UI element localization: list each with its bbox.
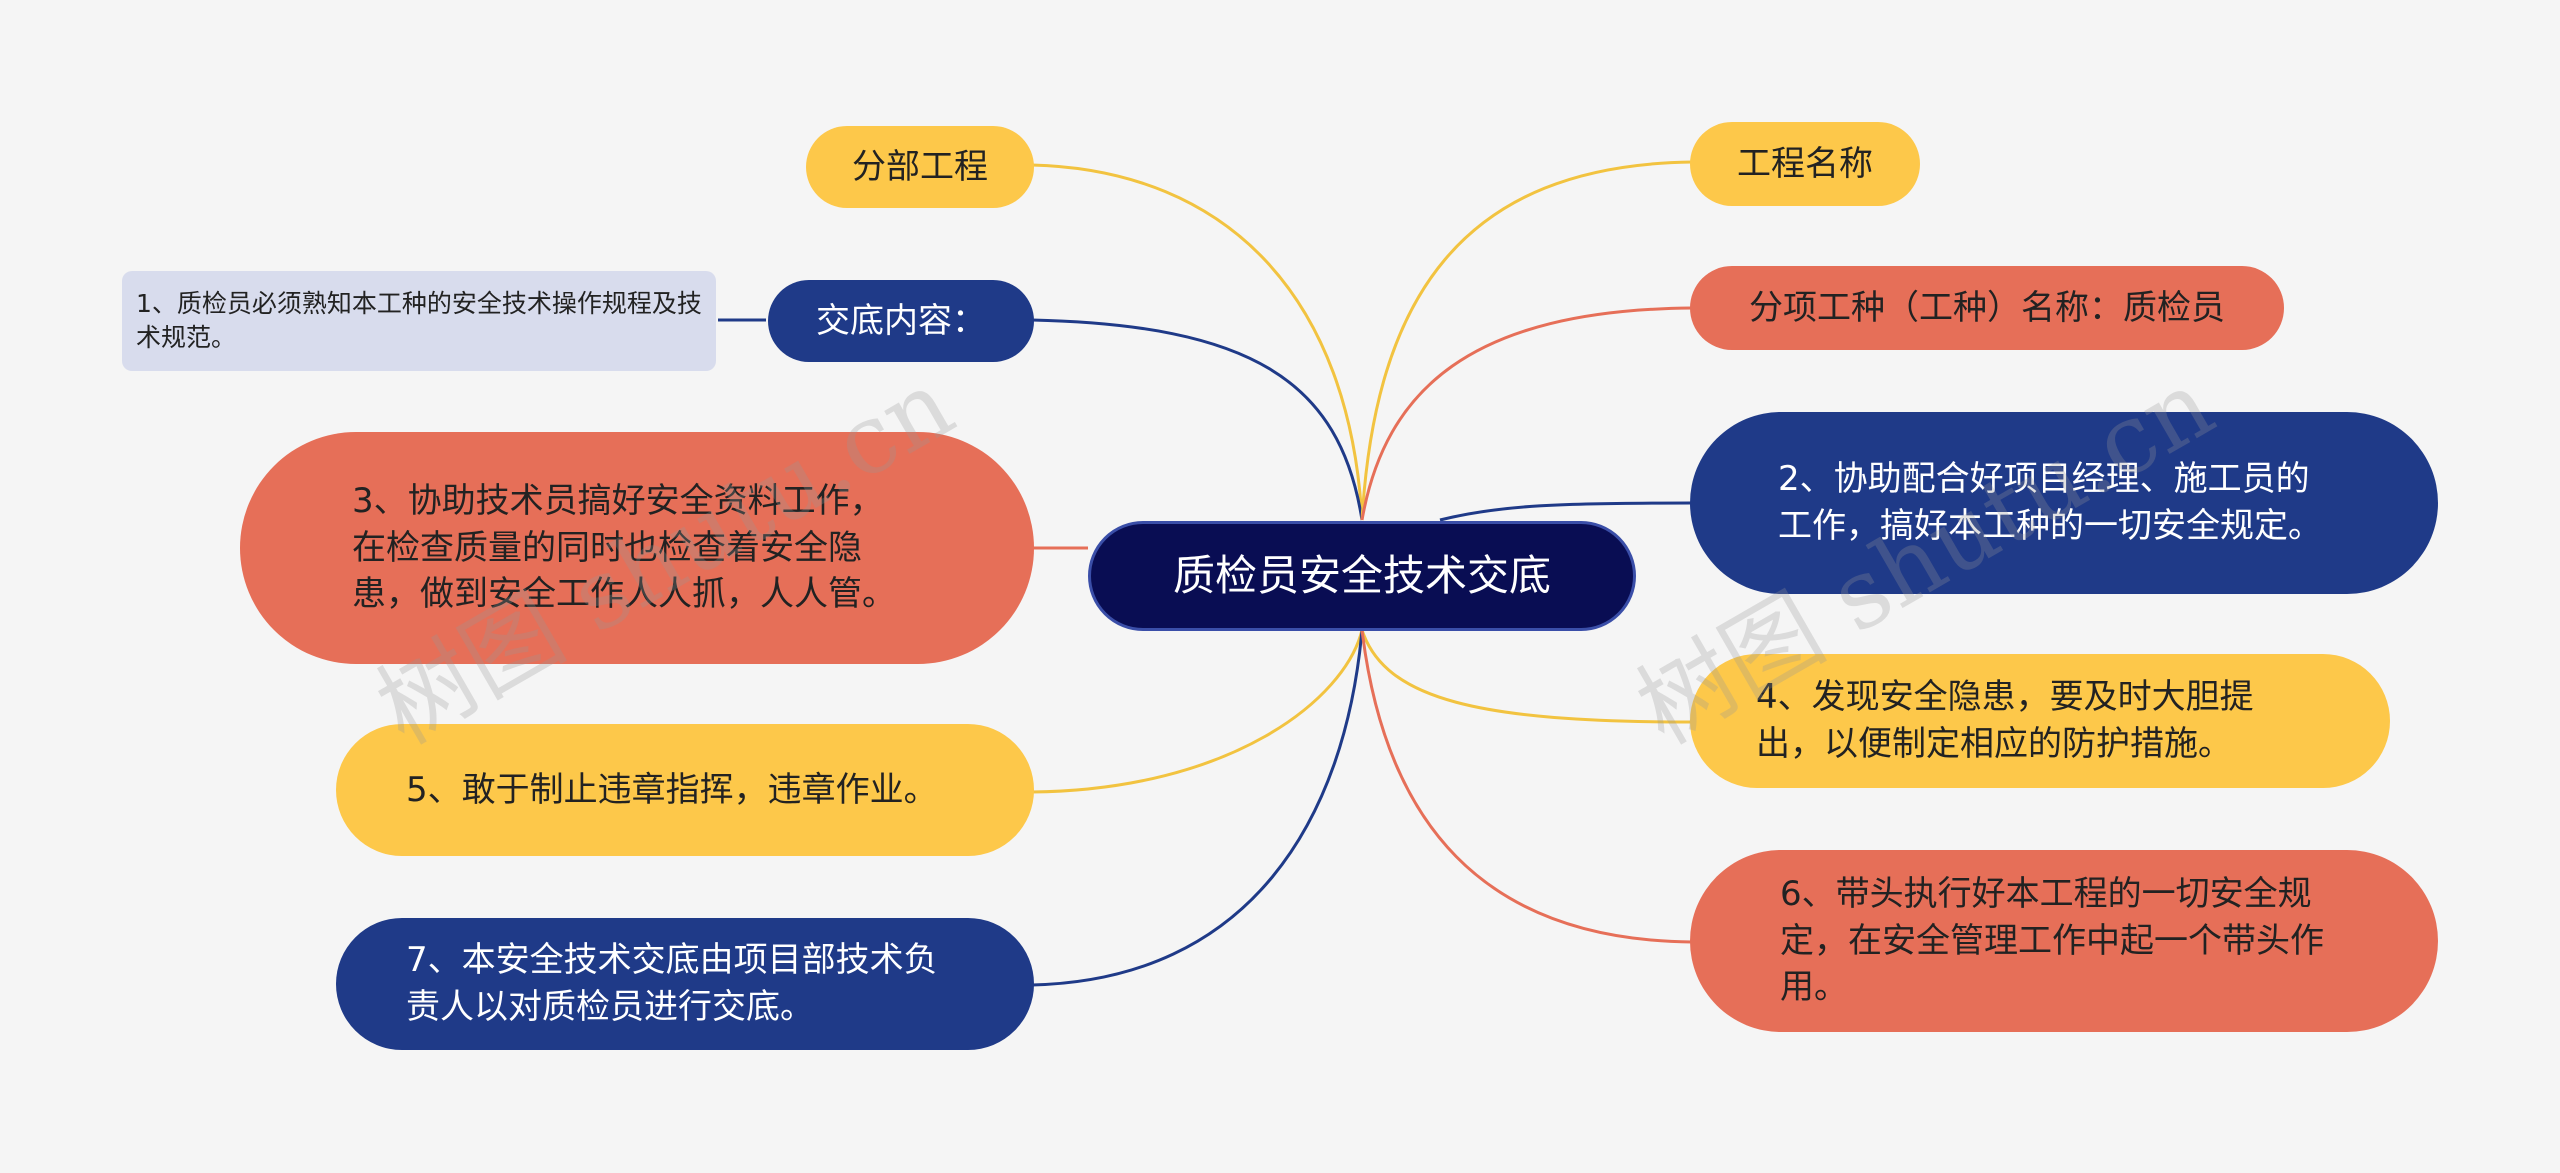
- branch-fenxiang[interactable]: 分项工种（工种）名称：质检员: [1690, 266, 2284, 350]
- connector-fenbu: [1031, 163, 1364, 521]
- connector-gongcheng: [1360, 160, 1693, 521]
- leaf-item3-label: 3、协助技术员搞好安全资料工作，在检查质量的同时也检查着安全隐患，做到安全工作人…: [352, 480, 896, 615]
- leaf-item4-label: 4、发现安全隐患，要及时大胆提出，以便制定相应的防护措施。: [1756, 677, 2254, 764]
- connector-item7: [1031, 629, 1364, 987]
- branch-jiaodi-label: 交底内容：: [816, 300, 986, 341]
- leaf-item1[interactable]: 1、质检员必须熟知本工种的安全技术操作规程及技术规范。: [122, 271, 716, 371]
- connector-jiaodi: [1031, 318, 1364, 521]
- leaf-item4[interactable]: 4、发现安全隐患，要及时大胆提出，以便制定相应的防护措施。: [1690, 654, 2390, 788]
- branch-gongcheng[interactable]: 工程名称: [1690, 122, 1920, 206]
- central-topic-label: 质检员安全技术交底: [1172, 551, 1551, 601]
- leaf-item2-label: 2、协助配合好项目经理、施工员的工作，搞好本工种的一切安全规定。: [1778, 459, 2322, 546]
- leaf-item1-label: 1、质检员必须熟知本工种的安全技术操作规程及技术规范。: [136, 288, 702, 353]
- branch-fenbu-label: 分部工程: [852, 146, 988, 187]
- central-topic[interactable]: 质检员安全技术交底: [1088, 521, 1636, 631]
- leaf-item7-label: 7、本安全技术交底由项目部技术负责人以对质检员进行交底。: [406, 940, 938, 1027]
- connector-item2: [1439, 501, 1693, 522]
- leaf-item3[interactable]: 3、协助技术员搞好安全资料工作，在检查质量的同时也检查着安全隐患，做到安全工作人…: [240, 432, 1034, 664]
- branch-jiaodi[interactable]: 交底内容：: [768, 280, 1034, 362]
- branch-gongcheng-label: 工程名称: [1737, 143, 1873, 184]
- branch-fenbu[interactable]: 分部工程: [806, 126, 1034, 208]
- connector-fenxiang: [1360, 306, 1693, 521]
- leaf-item6[interactable]: 6、带头执行好本工程的一切安全规定，在安全管理工作中起一个带头作用。: [1690, 850, 2438, 1032]
- connector-item5: [1031, 629, 1364, 794]
- branch-fenxiang-label: 分项工种（工种）名称：质检员: [1749, 287, 2225, 328]
- connector-item4: [1360, 629, 1693, 724]
- leaf-item5[interactable]: 5、敢于制止违章指挥，违章作业。: [336, 724, 1034, 856]
- connector-item6: [1360, 629, 1693, 944]
- leaf-item2[interactable]: 2、协助配合好项目经理、施工员的工作，搞好本工种的一切安全规定。: [1690, 412, 2438, 594]
- leaf-item5-label: 5、敢于制止违章指挥，违章作业。: [406, 769, 938, 810]
- leaf-item6-label: 6、带头执行好本工程的一切安全规定，在安全管理工作中起一个带头作用。: [1780, 873, 2324, 1008]
- leaf-item7[interactable]: 7、本安全技术交底由项目部技术负责人以对质检员进行交底。: [336, 918, 1034, 1050]
